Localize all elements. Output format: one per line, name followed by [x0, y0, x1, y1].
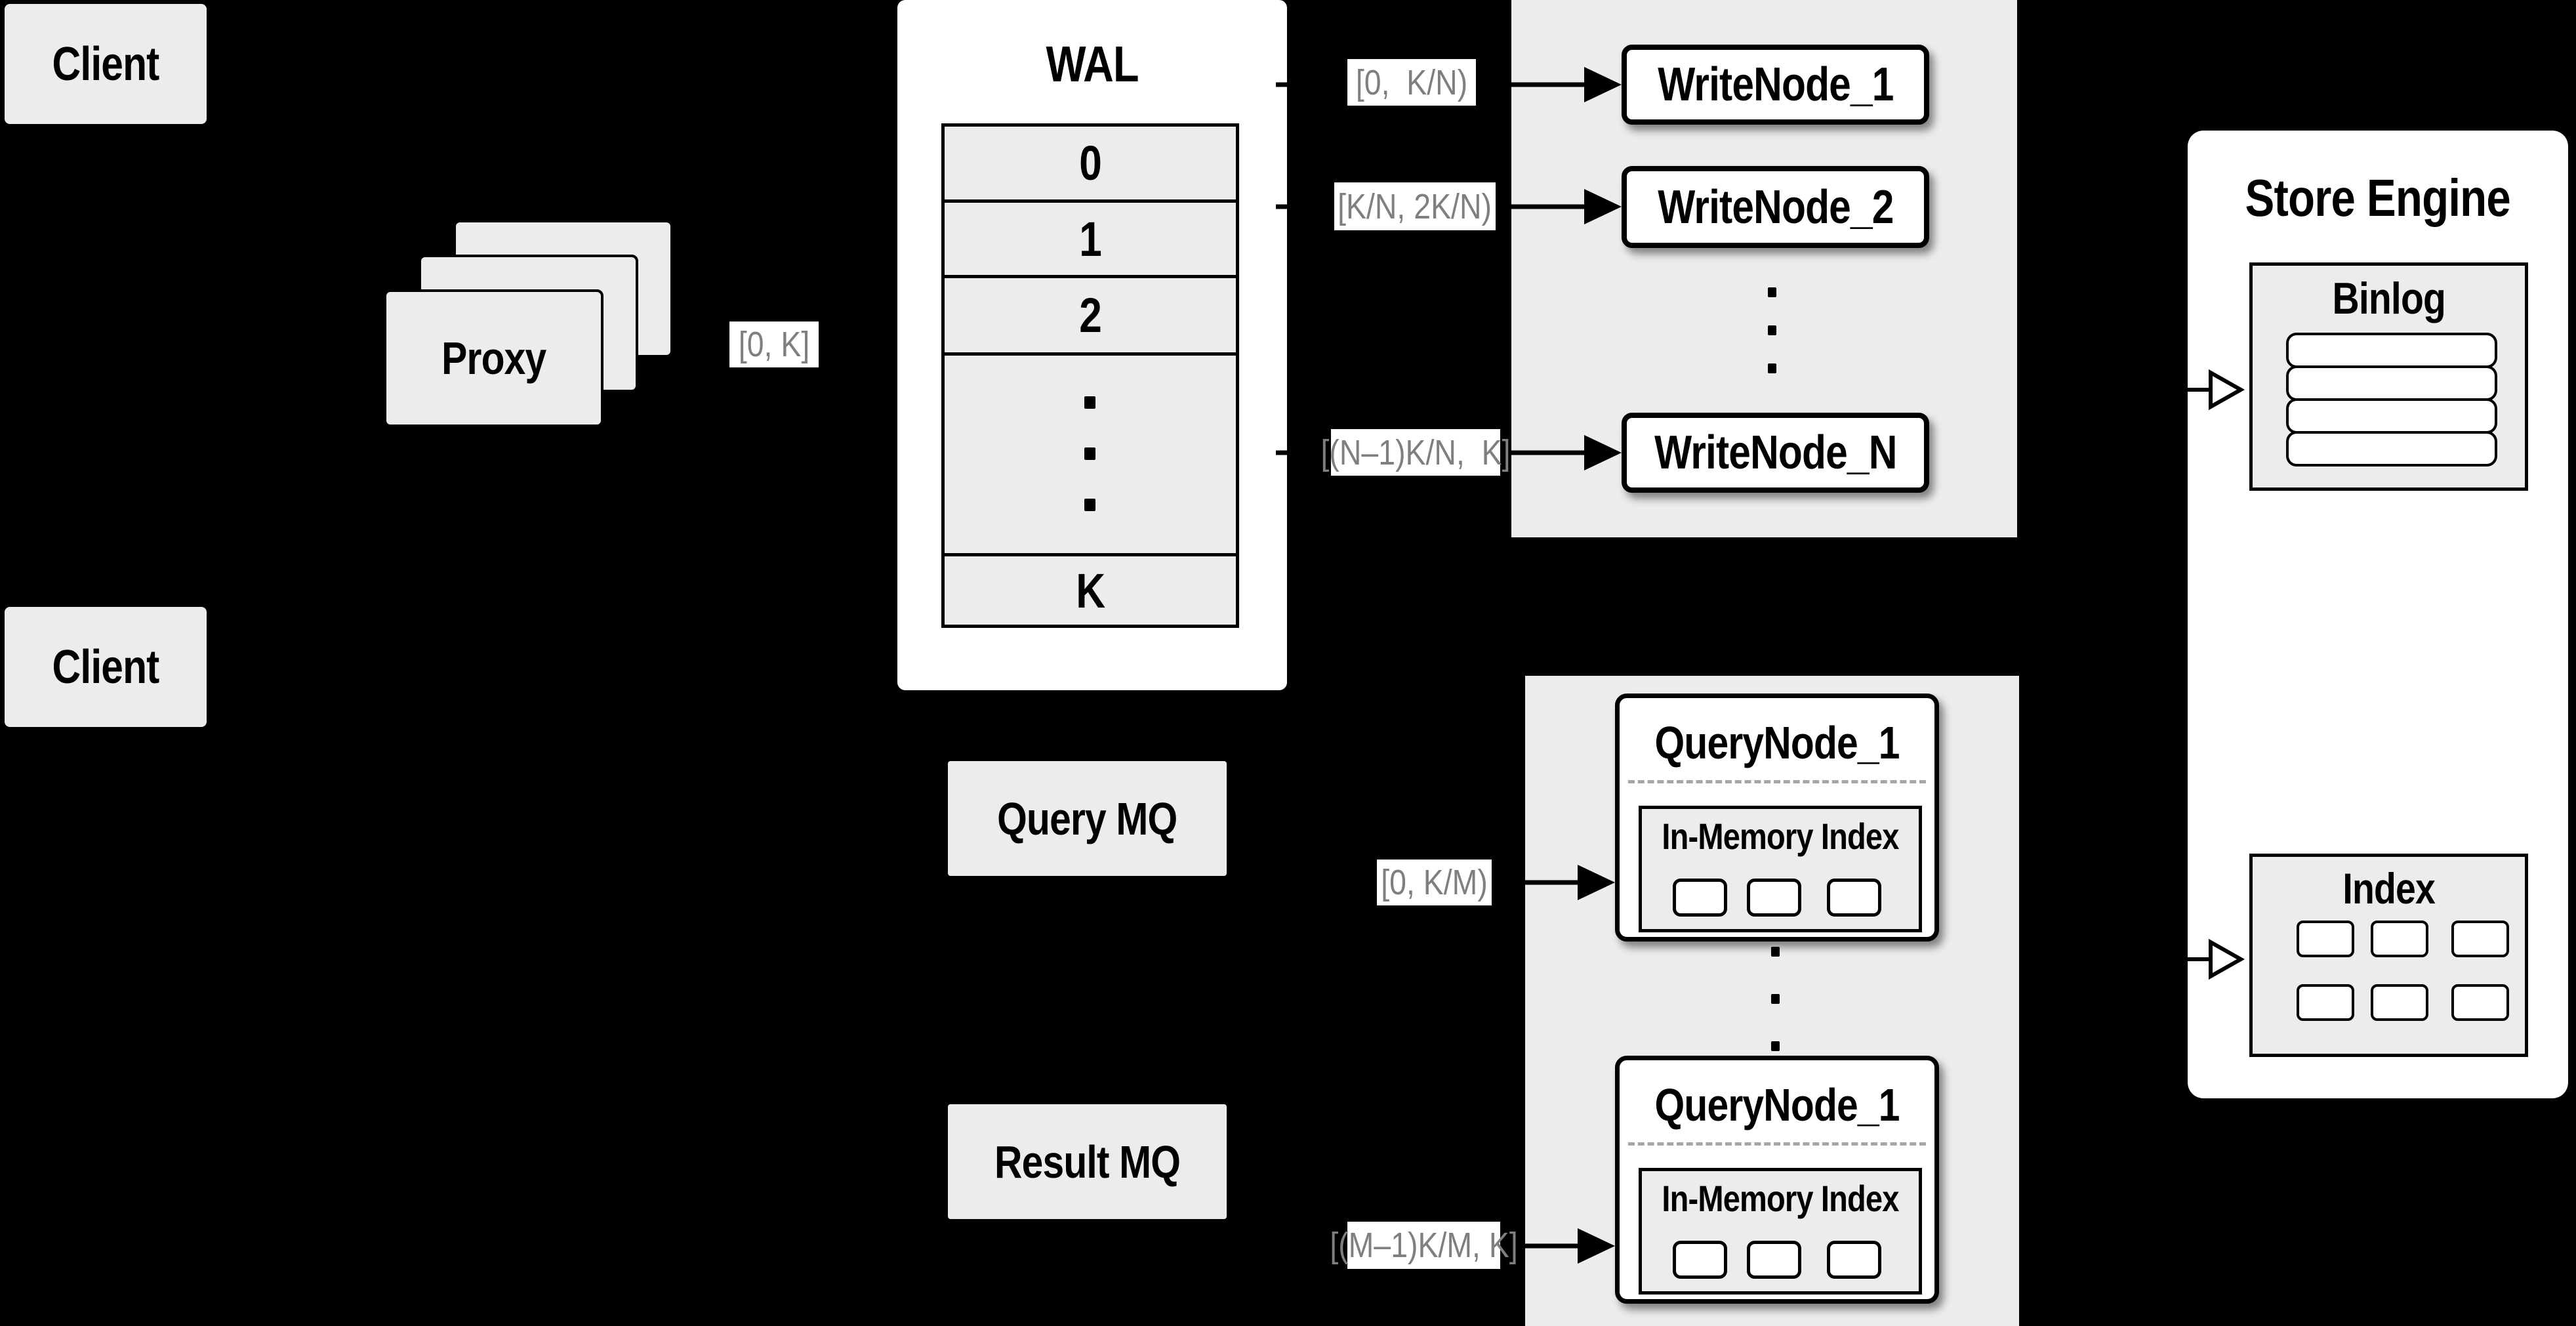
- write-node-2-label: WriteNode_2: [1657, 180, 1894, 234]
- in-memory-index-2-title-text: In-Memory Index: [1662, 1177, 1899, 1219]
- binlog-box: Binlog: [2249, 262, 2528, 491]
- store-engine-title: Store Engine: [2188, 162, 2568, 234]
- index-title-text: Index: [2342, 864, 2435, 913]
- index-cell: [2451, 921, 2509, 957]
- query-node-2-title-text: QueryNode_1: [1654, 1079, 1900, 1130]
- range-label-write-2-text: [K/N, 2K/N): [1338, 186, 1492, 226]
- wal-panel: WAL 0 1 2 K: [897, 0, 1287, 690]
- wal-row-k-label: K: [1075, 563, 1105, 618]
- index-cell: [2297, 921, 2354, 957]
- write-node-2-box: WriteNode_2: [1622, 166, 1929, 248]
- write-node-1-box: WriteNode_1: [1622, 45, 1929, 125]
- range-label-proxy-wal: [0, K]: [729, 321, 819, 367]
- wal-row-ellipsis: [945, 352, 1236, 553]
- write-node-n-label: WriteNode_N: [1654, 426, 1897, 479]
- query-node-1-divider: [1628, 780, 1926, 783]
- binlog-title-text: Binlog: [2332, 274, 2445, 323]
- wal-row-0: 0: [945, 127, 1236, 199]
- wal-row-2-label: 2: [1079, 288, 1102, 342]
- wal-row-0-label: 0: [1079, 136, 1102, 190]
- binlog-row: [2286, 431, 2497, 466]
- client-box-bottom-label: Client: [52, 640, 160, 694]
- query-node-2-divider: [1628, 1142, 1926, 1146]
- index-cell: [2371, 921, 2428, 957]
- wal-row-1: 1: [945, 199, 1236, 275]
- in-memory-index-2-cell: [1747, 1241, 1801, 1279]
- write-node-n-box: WriteNode_N: [1622, 413, 1929, 493]
- range-label-write-n-text: [(N–1)K/N, K]: [1320, 432, 1511, 472]
- range-label-query-1-text: [0, K/M): [1381, 863, 1488, 902]
- index-cell: [2297, 984, 2354, 1021]
- in-memory-index-2-box: In-Memory Index: [1639, 1168, 1922, 1295]
- binlog-row: [2286, 398, 2497, 434]
- in-memory-index-2-cell: [1827, 1241, 1881, 1279]
- index-box: Index: [2249, 854, 2528, 1057]
- query-mq-label: Query MQ: [997, 793, 1177, 844]
- wal-row-1-label: 1: [1079, 211, 1102, 266]
- range-label-write-2: [K/N, 2K/N): [1334, 182, 1496, 230]
- wal-title-text: WAL: [1046, 35, 1139, 93]
- index-cell: [2451, 984, 2509, 1021]
- wal-row-2: 2: [945, 275, 1236, 352]
- query-node-2-title: QueryNode_1: [1620, 1079, 1934, 1131]
- client-box-bottom: Client: [5, 607, 207, 727]
- range-label-query-2: [(M–1)K/M, K]: [1330, 1222, 1518, 1269]
- binlog-title: Binlog: [2253, 274, 2525, 323]
- in-memory-index-1-cell: [1673, 879, 1727, 917]
- range-label-write-1-text: [0, K/N): [1355, 62, 1468, 102]
- proxy-label: Proxy: [441, 333, 546, 384]
- wal-title: WAL: [897, 31, 1287, 97]
- range-label-query-1: [0, K/M): [1377, 860, 1492, 905]
- query-mq-box: Query MQ: [948, 761, 1227, 876]
- binlog-row: [2286, 333, 2497, 368]
- range-label-proxy-wal-text: [0, K]: [738, 325, 810, 364]
- client-box-top: Client: [5, 4, 207, 124]
- in-memory-index-2-cell: [1673, 1241, 1727, 1279]
- write-node-1-label: WriteNode_1: [1657, 58, 1894, 111]
- range-label-write-n: [(N–1)K/N, K]: [1320, 429, 1511, 476]
- query-node-1-title-text: QueryNode_1: [1654, 717, 1900, 768]
- index-cell: [2371, 984, 2428, 1021]
- wal-row-k: K: [945, 553, 1236, 625]
- result-mq-label: Result MQ: [994, 1136, 1181, 1188]
- query-node-1-box: QueryNode_1 In-Memory Index: [1615, 694, 1939, 942]
- range-label-query-2-text: [(M–1)K/M, K]: [1330, 1226, 1518, 1265]
- store-engine-title-text: Store Engine: [2245, 169, 2511, 227]
- query-node-2-box: QueryNode_1 In-Memory Index: [1615, 1056, 1939, 1304]
- wal-table: 0 1 2 K: [941, 123, 1239, 628]
- client-box-top-label: Client: [52, 37, 160, 91]
- proxy-card-front: Proxy: [384, 289, 603, 427]
- result-mq-box: Result MQ: [948, 1104, 1227, 1219]
- in-memory-index-2-title: In-Memory Index: [1642, 1177, 1919, 1219]
- in-memory-index-1-box: In-Memory Index: [1639, 806, 1922, 932]
- query-node-1-title: QueryNode_1: [1620, 716, 1934, 769]
- range-label-write-1: [0, K/N): [1347, 59, 1476, 106]
- in-memory-index-1-title-text: In-Memory Index: [1662, 815, 1899, 857]
- index-title: Index: [2253, 864, 2525, 913]
- binlog-row: [2286, 365, 2497, 401]
- in-memory-index-1-title: In-Memory Index: [1642, 815, 1919, 857]
- in-memory-index-1-cell: [1827, 879, 1881, 917]
- in-memory-index-1-cell: [1747, 879, 1801, 917]
